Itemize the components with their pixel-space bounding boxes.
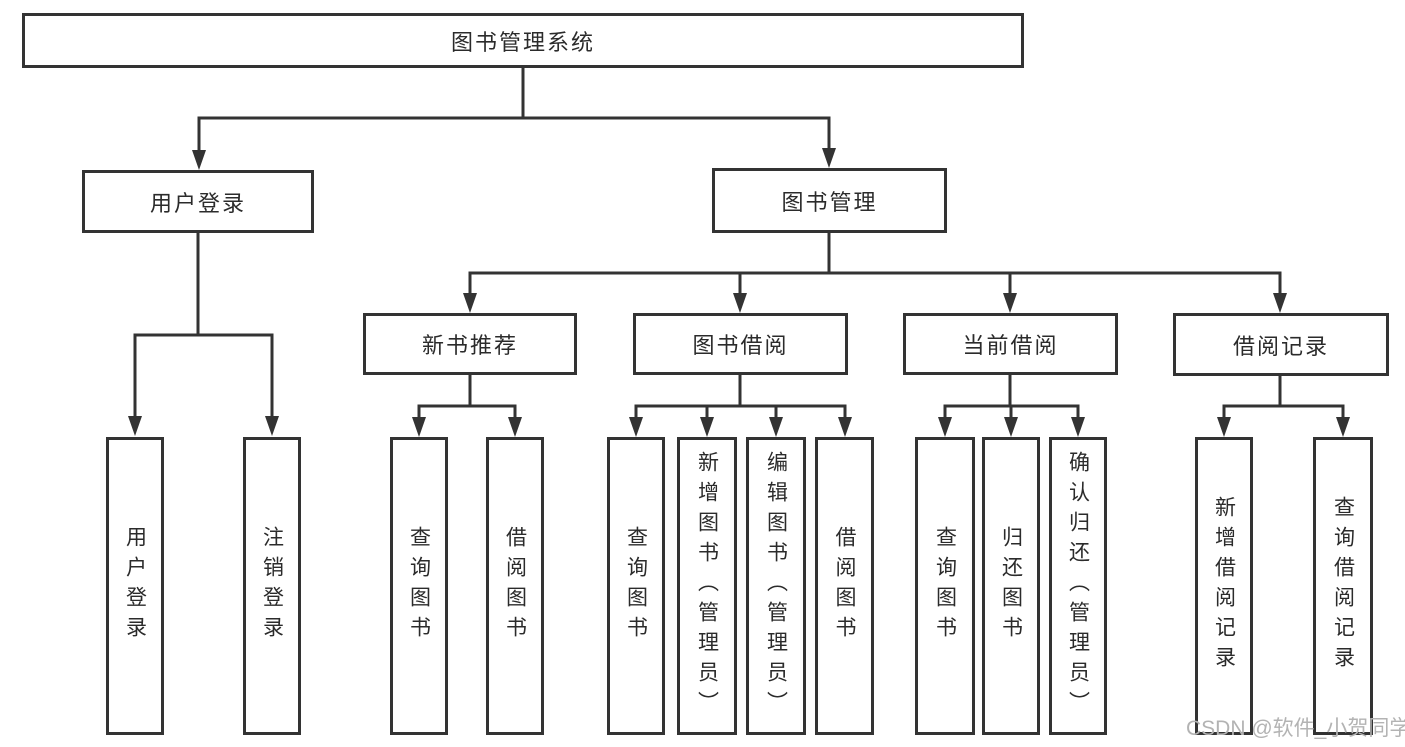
- node-new-book-recommend: 新书推荐: [363, 313, 577, 375]
- leaf-query-borrow-record-label: 查询借阅记录: [1331, 496, 1355, 676]
- node-user-login-label: 用户登录: [149, 190, 246, 216]
- leaf-logout: 注销登录: [243, 437, 301, 735]
- node-library-system-label: 图书管理系统: [450, 29, 595, 55]
- leaf-return-books: 归还图书: [982, 437, 1040, 735]
- leaf-logout-label: 注销登录: [260, 526, 284, 646]
- leaf-confirm-return-admin: 确认归还（管理员）: [1049, 437, 1107, 735]
- leaf-borrow-books-1-label: 借阅图书: [503, 526, 527, 646]
- node-library-system: 图书管理系统: [22, 13, 1024, 68]
- node-book-management: 图书管理: [712, 168, 947, 233]
- node-current-borrow-label: 当前借阅: [962, 333, 1059, 358]
- leaf-edit-books-admin-label: 编辑图书（管理员）: [764, 451, 788, 721]
- leaf-confirm-return-admin-label: 确认归还（管理员）: [1066, 451, 1090, 721]
- leaf-query-books-3-label: 查询图书: [933, 526, 957, 646]
- leaf-query-borrow-record: 查询借阅记录: [1313, 437, 1373, 735]
- leaf-edit-books-admin: 编辑图书（管理员）: [746, 437, 806, 735]
- leaf-borrow-books-2: 借阅图书: [815, 437, 874, 735]
- leaf-query-books-3: 查询图书: [915, 437, 975, 735]
- leaf-return-books-label: 归还图书: [999, 526, 1023, 646]
- node-book-borrow-label: 图书借阅: [692, 333, 789, 358]
- leaf-user-login-label: 用户登录: [123, 526, 147, 646]
- csdn-watermark: CSDN @软件_小贺同学: [1186, 717, 1405, 740]
- leaf-query-books-1: 查询图书: [390, 437, 448, 735]
- node-book-management-label: 图书管理: [781, 189, 878, 215]
- leaf-add-books-admin-label: 新增图书（管理员）: [695, 451, 719, 721]
- leaf-borrow-books-1: 借阅图书: [486, 437, 544, 735]
- leaf-add-borrow-record: 新增借阅记录: [1195, 437, 1253, 735]
- leaf-query-books-2-label: 查询图书: [624, 526, 648, 646]
- leaf-query-books-1-label: 查询图书: [407, 526, 431, 646]
- node-current-borrow: 当前借阅: [903, 313, 1118, 375]
- leaf-borrow-books-2-label: 借阅图书: [833, 526, 856, 646]
- node-user-login: 用户登录: [82, 170, 314, 233]
- node-borrow-records: 借阅记录: [1173, 313, 1389, 376]
- leaf-add-books-admin: 新增图书（管理员）: [677, 437, 737, 735]
- leaf-user-login: 用户登录: [106, 437, 164, 735]
- node-book-borrow: 图书借阅: [633, 313, 848, 375]
- leaf-query-books-2: 查询图书: [607, 437, 665, 735]
- node-new-book-recommend-label: 新书推荐: [421, 333, 518, 358]
- leaf-add-borrow-record-label: 新增借阅记录: [1212, 496, 1236, 676]
- node-borrow-records-label: 借阅记录: [1232, 333, 1329, 359]
